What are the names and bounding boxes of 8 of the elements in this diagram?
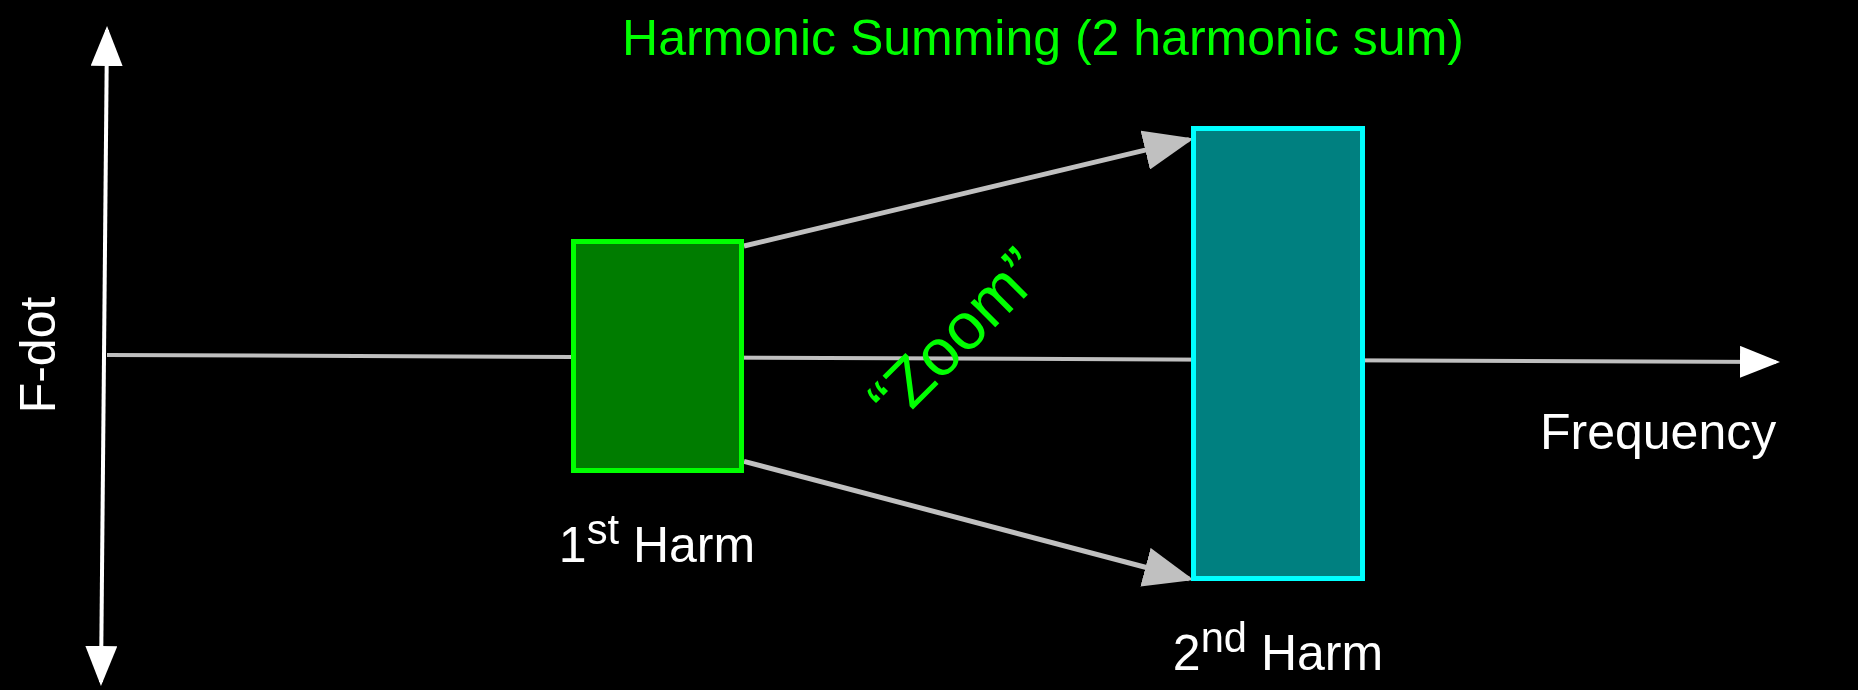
harmonic-label: 1$^{st}$ Harm [558,506,756,574]
frequency-bin-box [1191,126,1365,581]
harmonic-label: 2$^{nd}$ Harm [1172,614,1384,682]
title: Harmonic Summing (2 harmonic sum) [622,9,1464,67]
axis-label: F-dot [9,296,67,414]
axis-label: Frequency [1540,403,1777,461]
frequency-bin-box [571,239,744,473]
arrow [743,458,1194,587]
